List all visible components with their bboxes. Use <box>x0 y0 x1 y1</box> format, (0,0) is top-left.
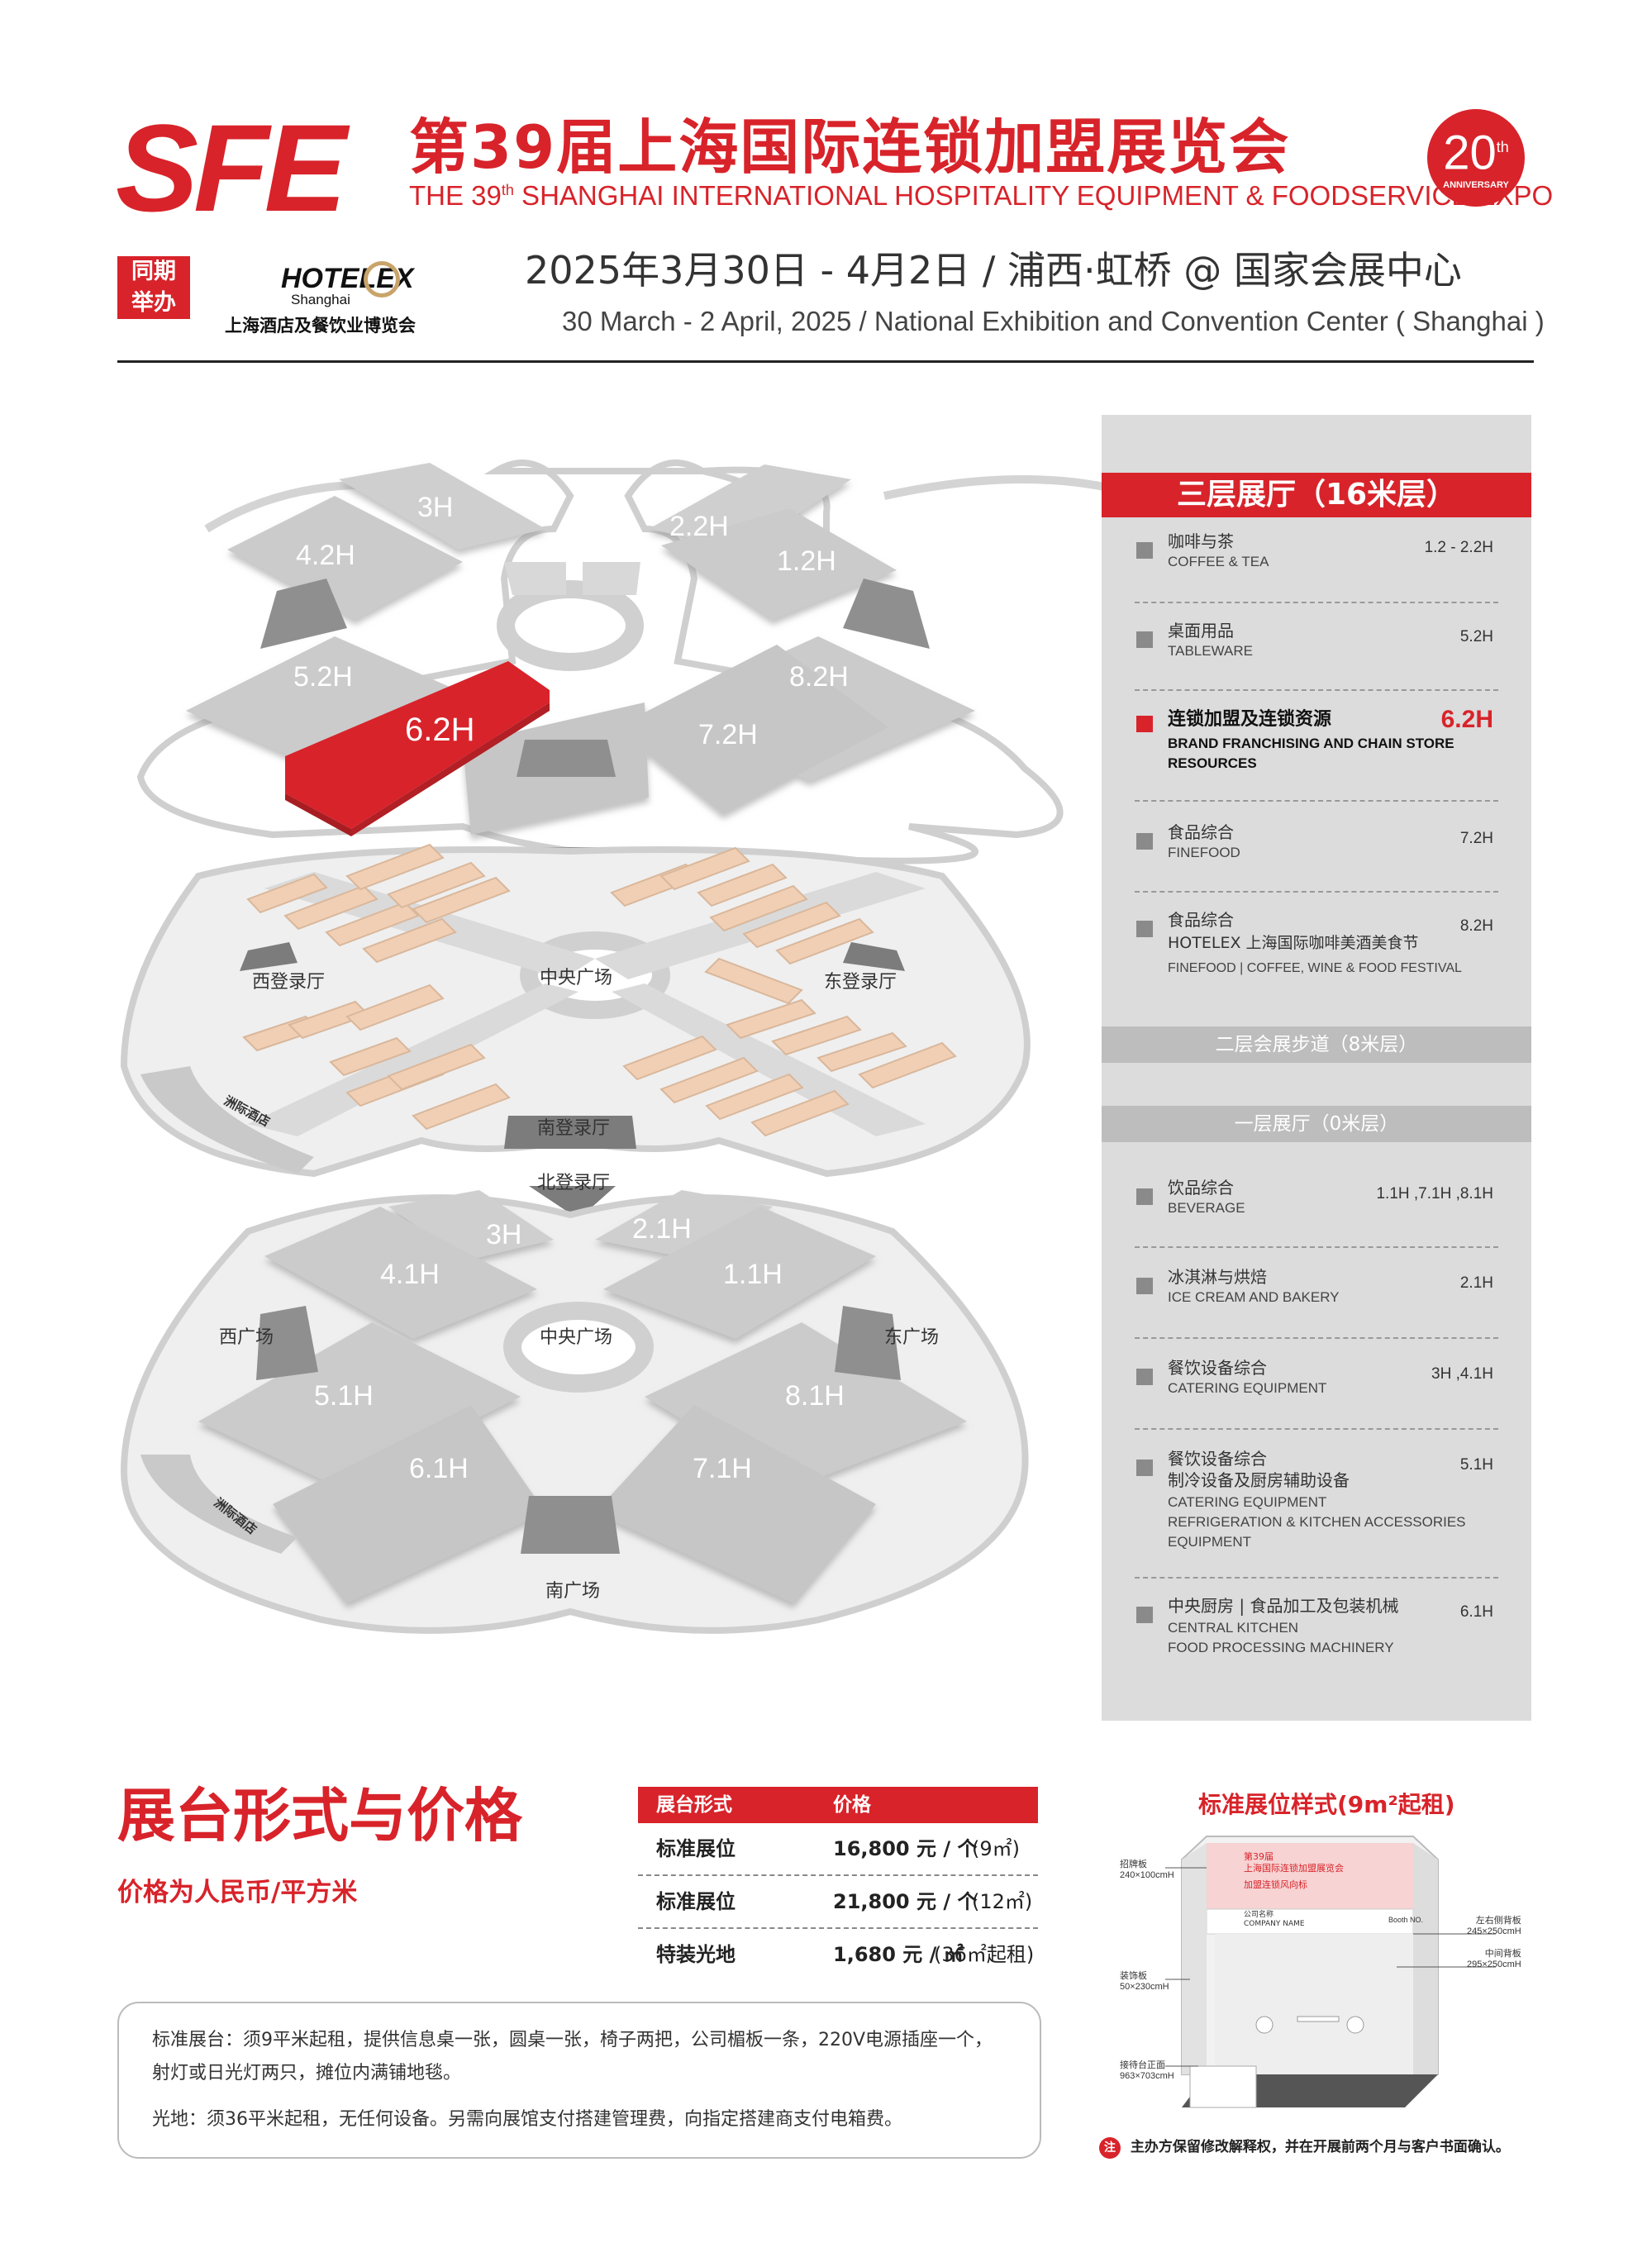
map-label-west-lobby: 西登录厅 <box>252 972 325 993</box>
hotelex-name-cn: 上海酒店及餐饮业博览会 <box>225 316 416 336</box>
hall-label: 8.1H <box>785 1380 845 1412</box>
note-line: 射灯或日光灯两只，摊位内满铺地毯。 <box>152 2063 462 2083</box>
hall-label: 2.2H <box>669 511 729 542</box>
pricing-title: 展台形式与价格 <box>117 1782 522 1850</box>
anniversary-badge: 20th ANNIVERSARY <box>1427 109 1525 207</box>
hall-label: 6.1H <box>409 1453 469 1484</box>
hall-label: 1.2H <box>777 545 836 577</box>
hotel-wall-upper <box>140 1066 314 1174</box>
booth-sample-title: 标准展位样式(9m²起租) <box>1198 1791 1455 1818</box>
note-icon: 注 <box>1099 2137 1121 2159</box>
pricing-subtitle: 价格为人民币/平方米 <box>117 1878 358 1907</box>
map-label-east-lobby: 东登录厅 <box>824 972 897 993</box>
hall-label: 7.1H <box>693 1453 752 1484</box>
hotelex-ring-icon <box>364 261 400 298</box>
footnote: 注 主办方保留修改解释权，并在开展前两个月与客户书面确认。 <box>1099 2135 1510 2159</box>
map-label-south-plaza: 南广场 <box>545 1581 600 1602</box>
hotel-wall-lower <box>140 1455 298 1554</box>
hall-label: 2.1H <box>632 1213 692 1245</box>
level2-heading: 二层会展步道（8米层） <box>1102 1026 1531 1063</box>
hall-label: 4.1H <box>380 1259 440 1290</box>
hall-label: 7.2H <box>698 719 758 750</box>
booth-poster-text: 第39届 上海国际连锁加盟展览会 加盟连锁风向标 <box>1244 1851 1344 1890</box>
booth-sample-illustration <box>1165 1836 1496 2108</box>
hall-label: 5.2H <box>293 661 353 693</box>
upper-central-ring <box>497 580 644 671</box>
price-row: 标准展位 16,800 元 / 个 (9㎡) <box>656 1837 1020 1860</box>
expo-title-cn: 第39届上海国际连锁加盟展览会 <box>409 112 1291 182</box>
price-table: 展台形式 价格 标准展位 16,800 元 / 个 (9㎡) 标准展位 21,8… <box>638 1787 1038 1980</box>
header-divider <box>117 360 1534 363</box>
hall-label: 4.2H <box>296 540 355 571</box>
hall-label: 3H <box>417 492 453 523</box>
hall-6-2h-highlight <box>285 661 550 829</box>
hall-label: 3H <box>486 1219 521 1250</box>
legend-panel: 三层展厅（16米层） 咖啡与茶 COFFEE & TEA 1.2 - 2.2H … <box>1102 415 1531 1721</box>
price-row: 标准展位 21,800 元 / 个 (12㎡) <box>656 1890 1033 1913</box>
date-venue-cn: 2025年3月30日 - 4月2日 / 浦西·虹桥 @ 国家会展中心 <box>525 248 1462 293</box>
level3-heading: 三层展厅（16米层） <box>1102 473 1531 517</box>
map-label-west-plaza: 西广场 <box>219 1327 274 1348</box>
coorganized-tag: 同期 举办 <box>117 256 190 319</box>
booth-number: Booth NO. <box>1388 1916 1424 1924</box>
map-label-central-plaza: 中央广场 <box>540 1327 612 1348</box>
map-label-east-plaza: 东广场 <box>884 1327 939 1348</box>
lower-central-ring <box>503 1302 654 1393</box>
hall-label: 6.2H <box>405 712 475 748</box>
date-venue-en: 30 March - 2 April, 2025 / National Exhi… <box>562 306 1545 336</box>
booth-fascia-text: 公司名称 COMPANY NAME <box>1244 1911 1305 1928</box>
hall-label: 8.2H <box>789 661 849 693</box>
note-line: 标准展台：须9平米起租，提供信息桌一张，圆桌一张，椅子两把，公司楣板一条，220… <box>152 2030 993 2050</box>
hall-label: 5.1H <box>314 1380 374 1412</box>
price-table-header: 展台形式 价格 <box>638 1787 1038 1823</box>
hall-label: 1.1H <box>723 1259 783 1290</box>
booth-blocks <box>242 843 957 1137</box>
note-line: 光地：须36平米起租，无任何设备。另需向展馆支付搭建管理费，向指定搭建商支付电箱… <box>152 2109 902 2130</box>
price-row: 特装光地 1,680 元 / ㎡ (36㎡起租) <box>656 1943 1035 1966</box>
lower-halls <box>198 1190 967 1603</box>
map-label-north-lobby: 北登录厅 <box>537 1173 610 1193</box>
booth-notes-box: 标准展台：须9平米起租，提供信息桌一张，圆桌一张，椅子两把，公司楣板一条，220… <box>117 2002 1041 2159</box>
level1-heading: 一层展厅（0米层） <box>1102 1106 1531 1142</box>
map-label-central-plaza: 中央广场 <box>540 968 612 988</box>
map-label-south-lobby: 南登录厅 <box>537 1118 610 1139</box>
expo-title-en: THE 39th SHANGHAI INTERNATIONAL HOSPITAL… <box>409 180 1554 211</box>
sfe-logo: SFE <box>116 98 347 237</box>
